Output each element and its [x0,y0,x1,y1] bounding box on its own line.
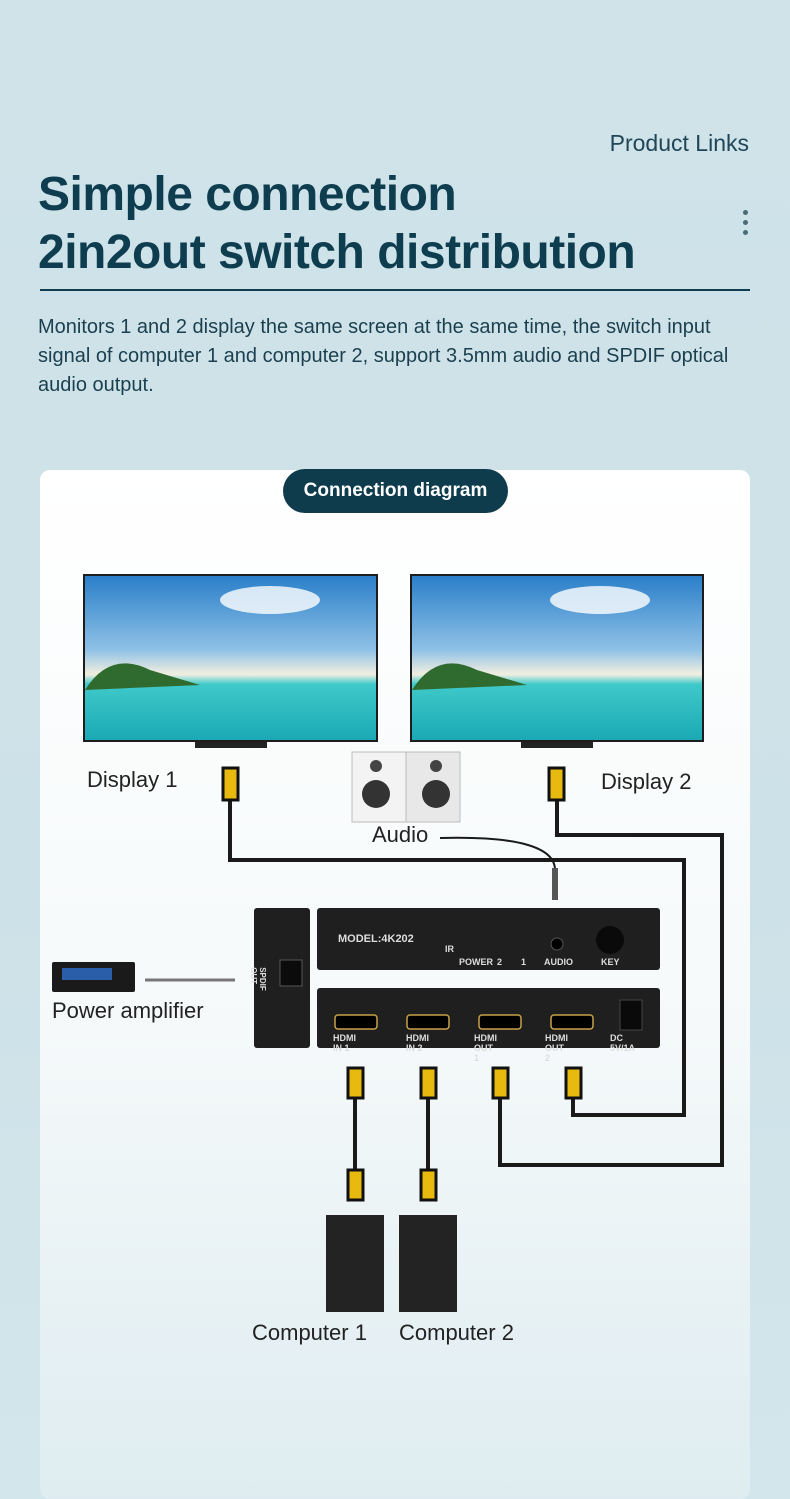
hdmi-plugs [221,766,583,1202]
speakers-icon [351,751,461,823]
computer-1-label: Computer 1 [252,1320,367,1345]
divider [40,289,750,291]
display-2-label: Display 2 [601,769,692,794]
product-links-link[interactable]: Product Links [609,130,749,156]
hdmi-cables [145,800,724,1170]
power-led-label: POWER [459,957,494,967]
switch-device [254,908,660,1048]
computer-2-label: Computer 2 [399,1320,514,1345]
port-hdmi-in-2: HDMI IN 2 [406,1033,429,1053]
ir-label: IR [445,944,454,954]
led-1-label: 1 [521,957,527,967]
audio-jack [552,868,558,900]
spdif-out-label: SPDIF OUT [248,967,267,991]
audio-label: Audio [372,822,429,847]
power-amplifier-icon [52,962,135,992]
connection-diagram-badge: Connection diagram [283,469,508,513]
model-label: MODEL:4K202 [338,933,414,945]
port-dc-power: DC 5V/1A [610,1033,636,1053]
computer-towers [326,1215,457,1312]
port-hdmi-out-2: HDMI OUT 2 [545,1033,568,1063]
port-hdmi-in-1: HDMI IN 1 [333,1033,356,1053]
led-2-label: 2 [497,957,503,967]
display-1-label: Display 1 [87,767,178,792]
power-amplifier-label: Power amplifier [52,998,204,1023]
title-line-2: 2in2out switch distribution [38,226,636,279]
key-button: KEY [601,957,620,967]
display-2-monitor [410,574,704,748]
more-vertical-icon[interactable] [740,210,750,235]
title-line-1: Simple connection [38,168,457,221]
display-1-monitor [83,574,378,748]
audio-port-label: AUDIO [544,957,573,967]
port-hdmi-out-1: HDMI OUT 1 [474,1033,497,1063]
description: Monitors 1 and 2 display the same screen… [38,316,729,396]
